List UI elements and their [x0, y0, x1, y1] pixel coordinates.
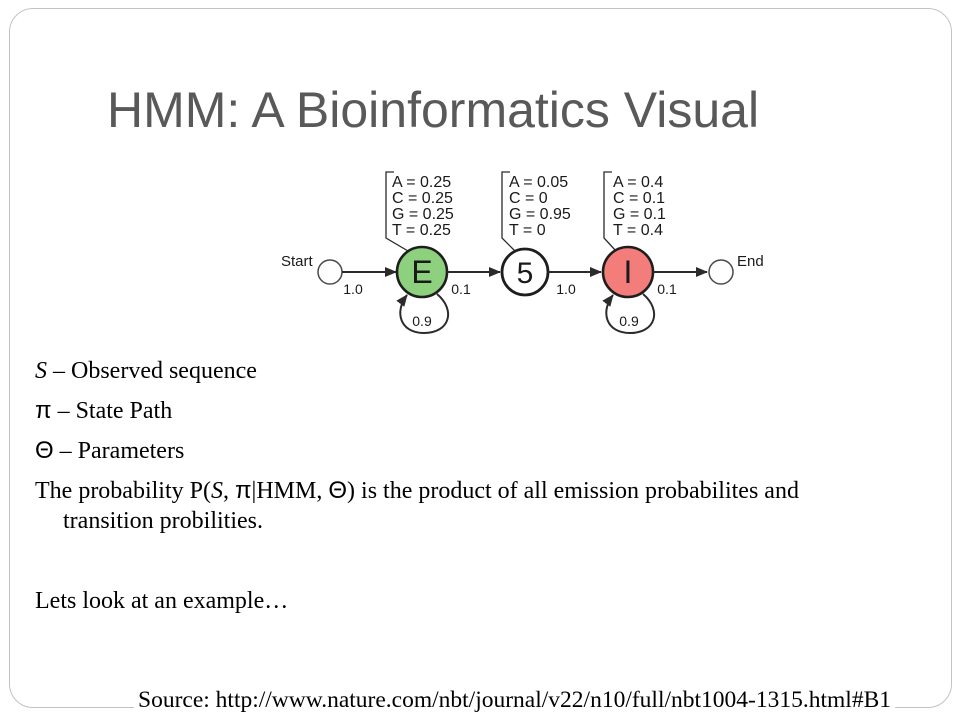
emission-value: C = 0 — [509, 190, 548, 207]
probability-given: |HMM, — [251, 478, 329, 504]
emission-value: A = 0.05 — [509, 174, 568, 191]
slide-title: HMM: A Bioinformatics Visual — [107, 82, 760, 138]
bullet-observed-sequence: S – Observed sequence — [35, 356, 925, 386]
state-i-label: I — [624, 254, 633, 290]
probability-separator: , — [222, 478, 235, 504]
end-state-circle — [708, 259, 734, 285]
state-e-label: E — [411, 254, 432, 290]
hmm-diagram: Start 1.0 A = 0.25 C = 0.25 G = 0.25 T =… — [281, 171, 764, 335]
sequence-symbol: S — [210, 478, 223, 504]
emission-value: C = 0.1 — [613, 190, 665, 207]
emission-box-i: A = 0.4 C = 0.1 G = 0.1 T = 0.4 — [603, 171, 666, 252]
emission-box-outline — [501, 171, 516, 252]
emission-value: T = 0 — [509, 222, 546, 239]
emission-value: G = 0.1 — [613, 206, 666, 223]
bullet-text: – Parameters — [53, 438, 185, 464]
end-label: End — [737, 253, 764, 270]
emission-box-outline — [603, 171, 617, 252]
transition-prob-label: 0.1 — [657, 281, 677, 297]
sequence-symbol: S — [35, 358, 47, 384]
emission-value: C = 0.25 — [392, 190, 453, 207]
source-citation: Source: http://www.nature.com/nbt/journa… — [134, 686, 896, 714]
probability-suffix: ) is the product of all emission probabi… — [347, 478, 799, 504]
self-loop-prob-label: 0.9 — [412, 313, 432, 329]
start-state-circle — [317, 259, 343, 285]
emission-value: T = 0.4 — [613, 222, 663, 239]
start-label: Start — [281, 253, 314, 270]
self-loop-arrow-i — [602, 293, 655, 335]
transition-prob-label: 0.1 — [451, 281, 471, 297]
probability-prefix: The probability P( — [35, 478, 211, 504]
emission-value: T = 0.25 — [392, 222, 451, 239]
slide-body: S – Observed sequence π – State Path Θ –… — [35, 356, 925, 626]
emission-box-outline — [385, 171, 409, 252]
self-loop-prob-label: 0.9 — [619, 313, 639, 329]
emission-box-5: A = 0.05 C = 0 G = 0.95 T = 0 — [501, 171, 571, 252]
state-5-label: 5 — [517, 257, 534, 290]
path-symbol: π — [234, 477, 252, 504]
parameter-symbol: Θ — [328, 477, 348, 504]
emission-box-e: A = 0.25 C = 0.25 G = 0.25 T = 0.25 — [385, 171, 454, 252]
bullet-probability: The probability P(S, π|HMM, Θ) is the pr… — [35, 476, 925, 536]
bullet-example: Lets look at an example… — [35, 588, 289, 614]
emission-value: A = 0.25 — [392, 174, 451, 191]
bullet-parameters: Θ – Parameters — [35, 436, 925, 466]
bullet-text: – State Path — [51, 398, 173, 424]
probability-continuation: transition probilities. — [63, 508, 263, 534]
self-loop-arrow-e — [396, 293, 449, 335]
transition-prob-label: 1.0 — [343, 281, 363, 297]
transition-prob-label: 1.0 — [556, 281, 576, 297]
parameter-symbol: Θ — [35, 437, 54, 464]
emission-value: G = 0.25 — [392, 206, 454, 223]
bullet-state-path: π – State Path — [35, 396, 925, 426]
path-symbol: π — [35, 397, 52, 424]
bullet-text: – Observed sequence — [47, 358, 257, 384]
emission-value: A = 0.4 — [613, 174, 663, 191]
emission-value: G = 0.95 — [509, 206, 571, 223]
